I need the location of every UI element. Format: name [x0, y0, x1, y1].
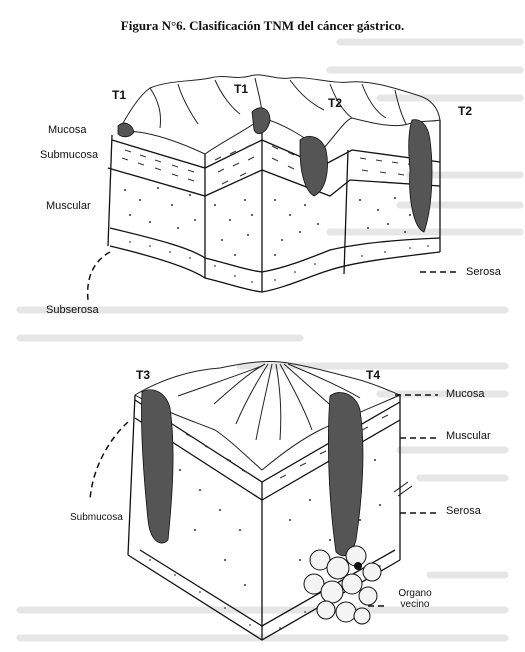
bottom-stage-label-t4: T4 [366, 368, 380, 382]
bottom-left-edge [128, 395, 135, 555]
tumor-t3 [141, 390, 173, 543]
bottom-label-mucosa: Mucosa [446, 388, 485, 400]
organ-invasion-spot [354, 562, 362, 570]
bottom-stage-label-t3: T3 [136, 368, 150, 382]
bottom-label-submucosa: Submucosa [70, 512, 123, 523]
tumor-t4 [328, 392, 363, 555]
bottom-label-serosa: Serosa [446, 505, 481, 517]
submucosa-bottom-leader [90, 422, 128, 500]
organo-vecino-line1: Organo [390, 588, 440, 599]
serosa-hatch-mark [394, 482, 412, 496]
bottom-label-organo-vecino: Organo vecino [390, 588, 440, 610]
neighbouring-organ-cells [304, 546, 381, 624]
organo-vecino-line2: vecino [390, 599, 440, 610]
bottom-label-muscular: Muscular [446, 430, 491, 442]
